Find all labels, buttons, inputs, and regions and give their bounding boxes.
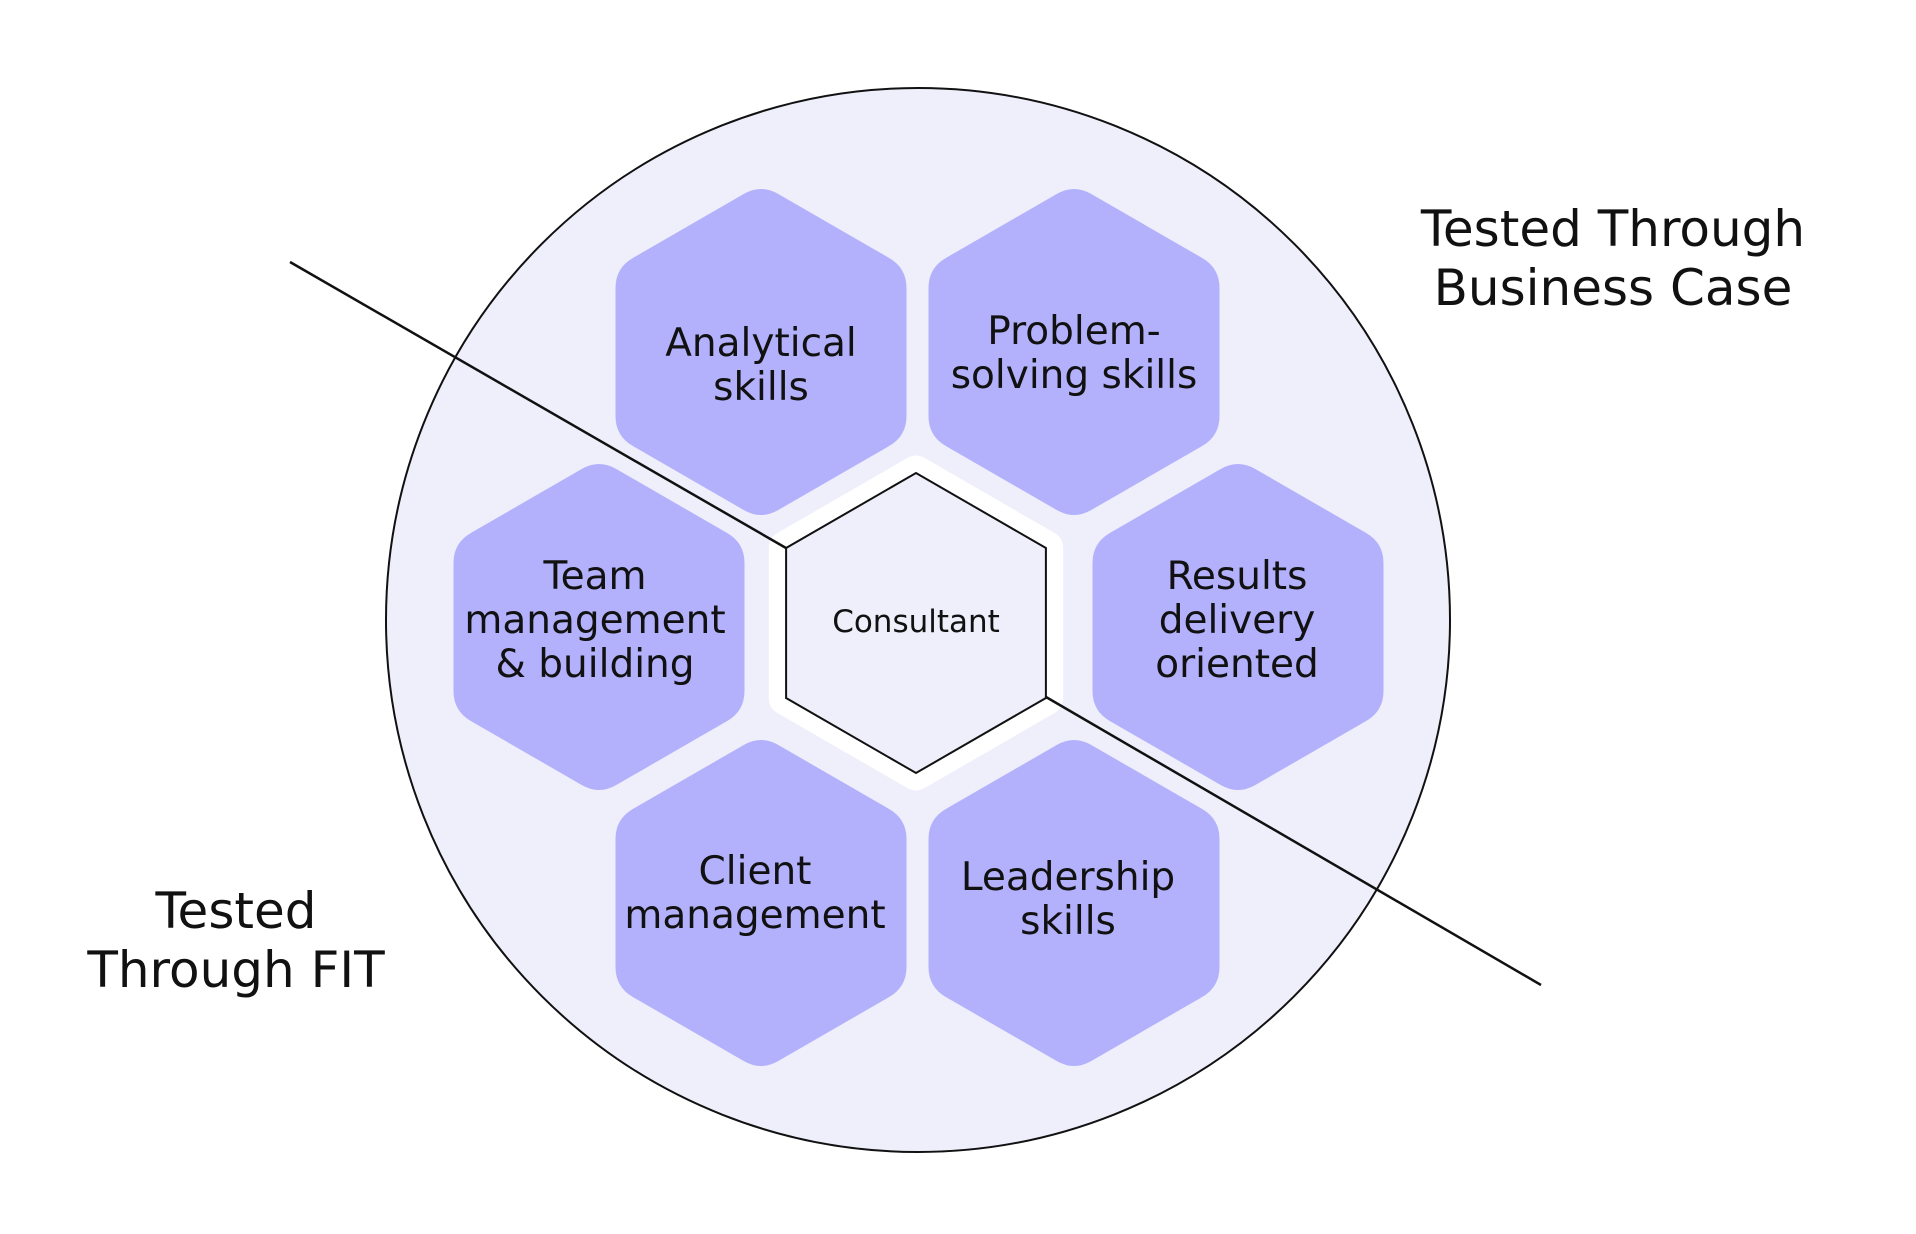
svg-text:Results: Results <box>1167 554 1308 599</box>
hex-label-team-management: Team management & building <box>464 554 725 687</box>
region-label-business-case: Tested Through Business Case <box>1420 200 1805 317</box>
svg-text:skills: skills <box>1020 899 1116 944</box>
hexagon-leadership <box>928 740 1220 1066</box>
hexagon-analytical <box>615 189 907 515</box>
hexagon-problem-solving <box>928 189 1220 515</box>
svg-text:Through FIT: Through FIT <box>86 941 385 999</box>
svg-text:& building: & building <box>495 642 694 687</box>
hex-label-problem-solving: Problem- solving skills <box>951 309 1198 398</box>
center-label: Consultant <box>832 604 1000 640</box>
svg-text:delivery: delivery <box>1159 598 1316 643</box>
svg-text:oriented: oriented <box>1155 642 1318 687</box>
svg-text:Analytical: Analytical <box>665 321 857 366</box>
hex-label-leadership: Leadership skills <box>961 855 1175 944</box>
svg-text:Tested Through: Tested Through <box>1420 200 1805 258</box>
svg-text:Business Case: Business Case <box>1434 259 1793 317</box>
center-hexagon <box>785 472 1047 774</box>
hexagon-results-delivery <box>1092 464 1384 790</box>
svg-text:Client: Client <box>699 849 812 894</box>
svg-text:Tested: Tested <box>155 882 317 940</box>
svg-text:management: management <box>464 598 725 643</box>
hex-label-results-delivery: Results delivery oriented <box>1155 554 1318 687</box>
divider-line-lower <box>1045 695 1542 987</box>
svg-text:solving skills: solving skills <box>951 353 1198 398</box>
svg-text:skills: skills <box>713 365 809 410</box>
hexagon-team-management <box>453 464 745 790</box>
skill-hexagons <box>453 189 1384 1066</box>
divider-line-upper <box>289 260 787 550</box>
svg-text:Leadership: Leadership <box>961 855 1175 900</box>
svg-text:Problem-: Problem- <box>987 309 1161 354</box>
region-label-fit: Tested Through FIT <box>86 882 385 999</box>
svg-text:management: management <box>624 893 885 938</box>
hex-label-analytical: Analytical skills <box>665 321 857 410</box>
hex-label-client-management: Client management <box>624 849 885 938</box>
hexagon-client-management <box>615 740 907 1066</box>
svg-text:Team: Team <box>542 554 646 599</box>
